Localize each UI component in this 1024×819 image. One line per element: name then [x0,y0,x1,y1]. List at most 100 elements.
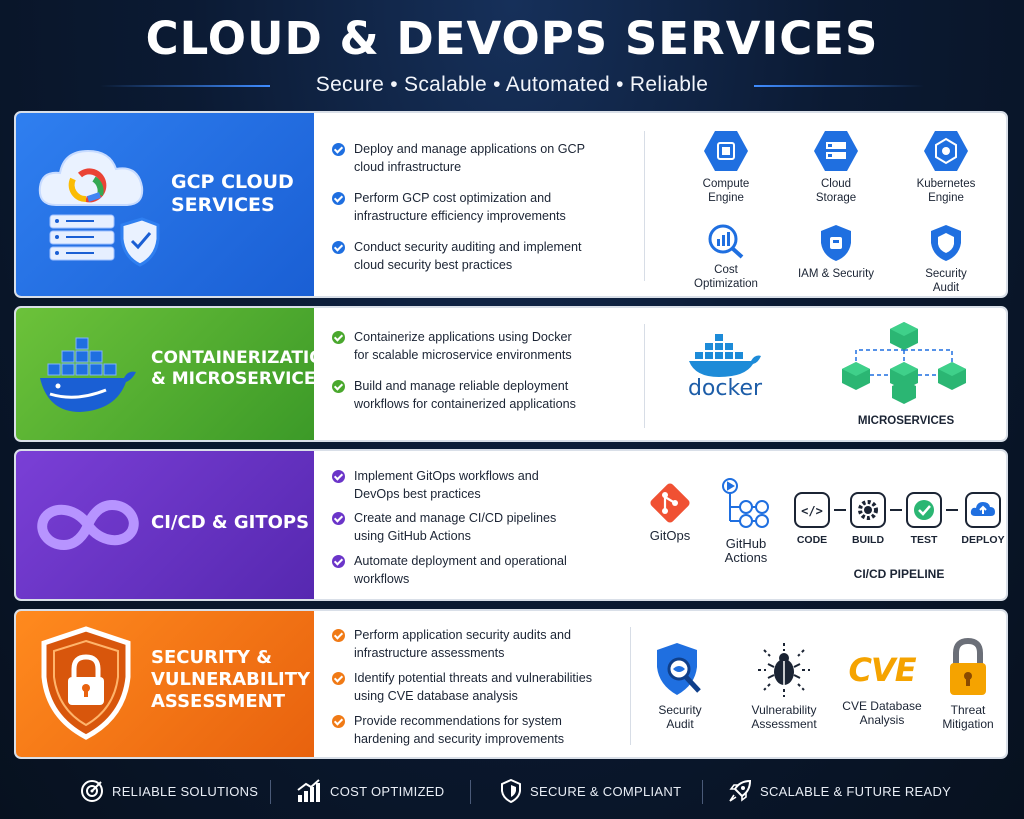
security-bullet-3: Provide recommendations for system harden… [332,712,642,748]
check-icon [332,380,345,393]
security-bullet-2: Identify potential threats and vulnerabi… [332,669,642,705]
microservices-diagram-icon [842,322,966,404]
gcp-cloud-server-icon [38,149,160,267]
rocket-icon [729,779,752,802]
bullet-text: workflows for containerized applications [354,397,576,411]
pipeline-step-label: CODE [796,534,828,546]
icon-label: Kubernetes [916,178,976,190]
icon-label: Assessment [751,717,817,731]
cicd-gitops-panel: CI/CD & GITOPS Implement GitOps workflow… [14,449,1008,601]
footer-label: COST OPTIMIZED [330,783,445,799]
cicd-pipeline: </> CODE BUILD TEST DEPLOY [792,491,1006,551]
docker-logo-icon [689,334,761,377]
iam-security-icon [821,225,851,261]
icon-label: Security [925,268,967,280]
code-icon: </> [794,492,830,528]
bullet-text: Identify potential threats and vulnerabi… [354,671,593,685]
bullet-text: cloud infrastructure [354,160,462,174]
check-icon [332,715,345,728]
bullet-text: for scalable microservice environments [354,348,572,362]
panel-divider [644,324,645,428]
gitops-item: GitOps [634,481,706,543]
bullet-text: hardening and security improvements [354,732,565,746]
footer-separator [270,780,271,804]
icon-label: IAM & Security [797,268,875,280]
containerization-bullet-2: Build and manage reliable deployment work… [332,377,642,413]
footer-item-reliable: RELIABLE SOLUTIONS [80,778,258,804]
kubernetes-engine-icon [924,131,968,171]
gcp-cloud-services-panel: GCP CLOUD SERVICES Deploy and manage app… [14,111,1008,298]
security-title-line1: SECURITY & [151,647,272,668]
bullet-text: Automate deployment and operational [354,554,567,568]
bullet-text: Implement GitOps workflows and [354,469,539,483]
cicd-panel-title: CI/CD & GITOPS [151,512,309,534]
icon-label: Cloud [820,178,852,190]
bullet-text: infrastructure efficiency improvements [354,209,566,223]
bullet-text: infrastructure assessments [354,646,505,660]
check-icon [332,672,345,685]
iam-security-item: IAM & Security [786,223,886,281]
pipeline-step-deploy: DEPLOY [960,491,1006,547]
security-assessment-panel: SECURITY & VULNERABILITY ASSESSMENT Perf… [14,609,1008,759]
panel-divider [644,131,645,281]
padlock-icon [950,637,986,695]
icon-label: Vulnerability [751,703,817,717]
growth-chart-icon [297,779,320,802]
security-panel-title: SECURITY & VULNERABILITY ASSESSMENT [151,647,310,713]
footer-separator [702,780,703,804]
containerization-title-line1: CONTAINERIZATION [151,348,338,368]
pipeline-arrow [834,509,846,511]
svg-text:</>: </> [801,504,823,518]
cicd-title-line1: CI/CD & GITOPS [151,512,310,533]
containerization-visuals: docker MICROSERVICES [656,308,1006,440]
bullet-text: Build and manage reliable deployment [354,379,569,393]
footer-label: SECURE & COMPLIANT [530,783,682,799]
github-actions-label-2: Actions [724,550,768,565]
docker-whale-icon [40,337,136,412]
icon-label: Cost [714,264,738,276]
gcp-title-line1: GCP CLOUD [171,171,294,193]
icon-label: Security [658,703,702,717]
gcp-panel-header: GCP CLOUD SERVICES [16,113,314,296]
icon-label: Storage [815,192,857,204]
bullet-text: Provide recommendations for system [354,714,562,728]
checkmark-icon [906,492,942,528]
gear-icon [850,492,886,528]
github-actions-icon [722,478,769,528]
security-panel-header: SECURITY & VULNERABILITY ASSESSMENT [16,611,314,757]
icon-label: Optimization [694,278,758,290]
microservices-label: MICROSERVICES [857,415,955,427]
icon-label: Compute [702,178,750,190]
security-audit-icon [931,225,961,261]
bullet-text: Conduct security auditing and implement [354,240,582,254]
docker-logo: docker [670,332,780,402]
check-icon [332,143,345,156]
infinity-loop-icon [37,499,139,551]
containerization-panel-title: CONTAINERIZATION & MICROSERVICES [151,348,338,389]
gcp-title-line2: SERVICES [171,194,275,217]
page-title: CLOUD & DEVOPS SERVICES [145,12,879,65]
github-actions-label-1: GitHub [725,536,767,551]
subtitle-row: Secure • Scalable • Automated • Reliable [0,70,1024,100]
gcp-panel-title: GCP CLOUD SERVICES [171,171,294,217]
subtitle-divider-left [100,85,270,87]
page-header: CLOUD & DEVOPS SERVICES Secure • Scalabl… [0,0,1024,108]
bullet-text: Perform GCP cost optimization and [354,191,552,205]
footer-bar: RELIABLE SOLUTIONS COST OPTIMIZED SECURE… [0,764,1024,819]
bullet-text: Containerize applications using Docker [354,330,572,344]
bullet-text: DevOps best practices [354,487,481,501]
pipeline-step-label: DEPLOY [961,534,1005,546]
